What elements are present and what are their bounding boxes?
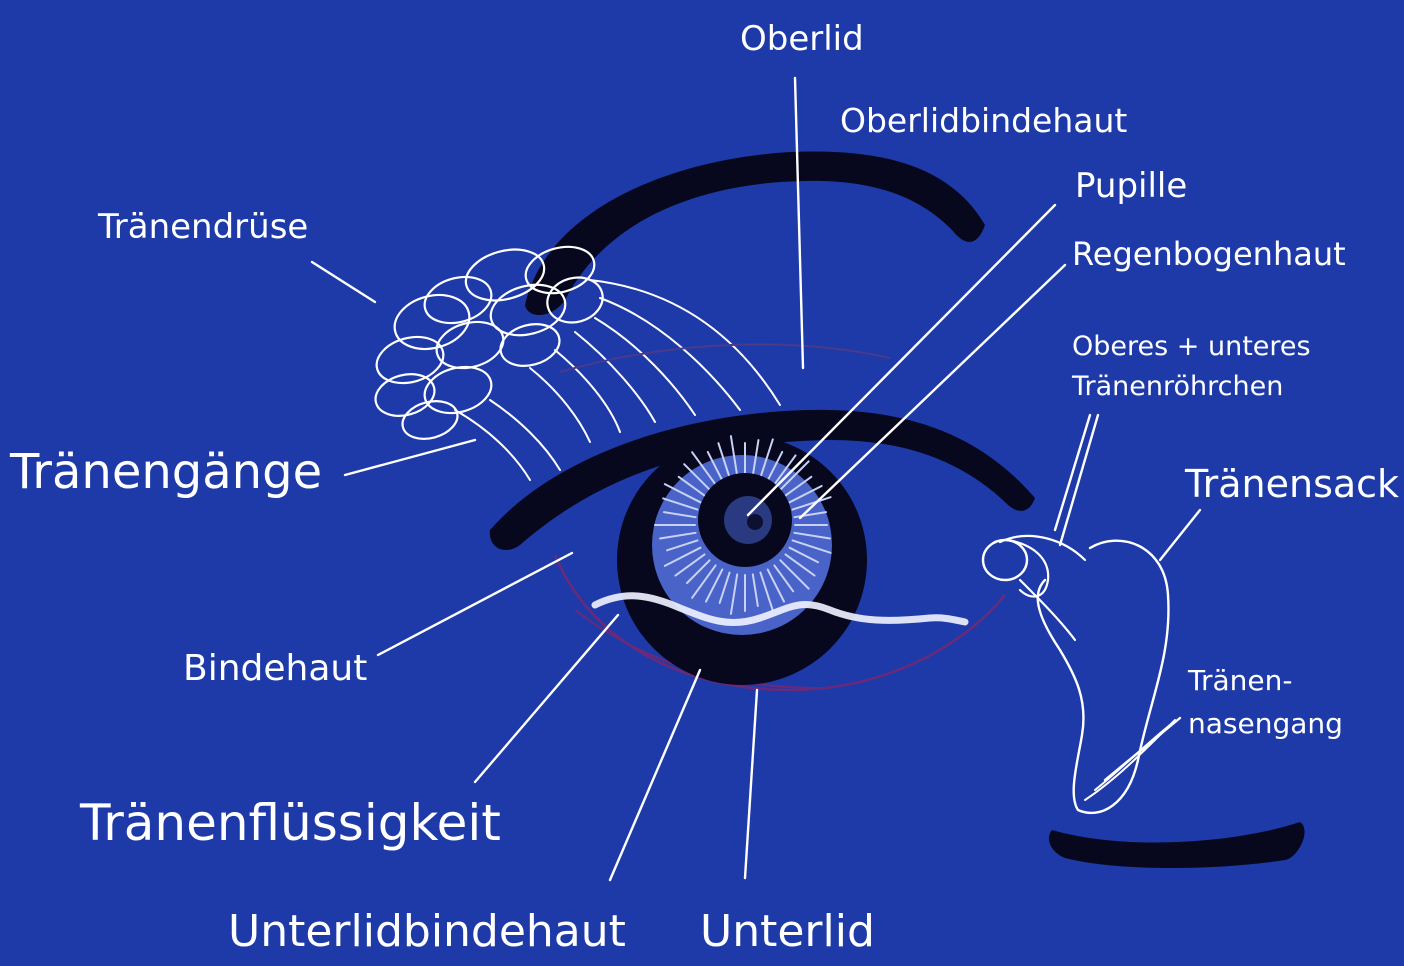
label-unterlid: Unterlid [700,906,875,957]
lacrimal-sac [983,536,1175,813]
leader-traenengaenge [345,440,475,475]
leader-bindehaut [378,553,572,655]
leader-regenbogenhaut [800,265,1065,518]
leader-traenendruese [312,262,375,302]
leader-traenenfluessigkeit [475,615,618,782]
label-traenengaenge: Tränengänge [9,444,322,500]
upper-lid-crease [560,344,890,372]
leader-pupille [748,205,1055,515]
leader-oberlid [795,78,803,368]
label-traenenroehrchen-line2: Tränenröhrchen [1071,371,1283,402]
label-regenbogenhaut: Regenbogenhaut [1072,235,1346,273]
leader-traenenroehrchen-a [1055,415,1090,530]
eyebrow [525,151,985,315]
label-traenendruese: Tränendrüse [97,207,308,247]
label-traenenfluessigkeit: Tränenflüssigkeit [79,794,501,852]
leader-unterlidbindehaut [610,670,700,880]
label-oberlid: Oberlid [740,19,864,59]
label-unterlidbindehaut: Unterlidbindehaut [228,906,626,957]
label-traenennasengang-line1: Tränen- [1187,664,1292,697]
label-pupille: Pupille [1075,166,1187,206]
leader-unterlid [745,690,757,878]
leader-traenennasengang [1105,718,1180,780]
leader-traenenroehrchen-b [1060,415,1098,545]
label-bindehaut: Bindehaut [183,648,367,689]
label-traenenroehrchen-line1: Oberes + unteres [1072,331,1311,362]
nasal-stroke [1049,822,1305,868]
label-oberlidbindehaut: Oberlidbindehaut [840,101,1127,140]
label-traenensack: Tränensack [1184,462,1399,506]
leader-traenensack [1160,510,1200,560]
label-traenennasengang-line2: nasengang [1188,707,1343,740]
